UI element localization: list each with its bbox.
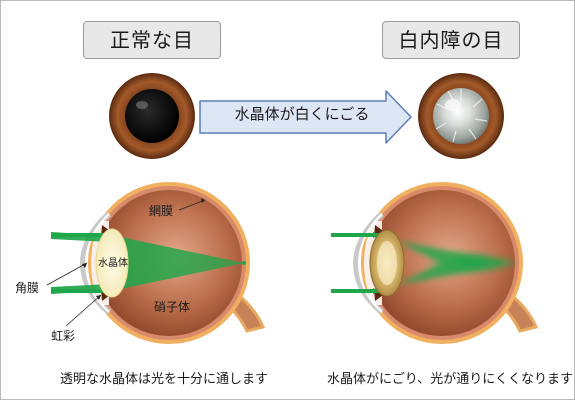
normal-eye-front <box>109 73 195 159</box>
retina-label: 網膜 <box>149 204 174 218</box>
cornea <box>79 211 112 315</box>
arrow-label: 水晶体が白くにごる <box>234 105 370 123</box>
cornea-leader <box>46 262 88 286</box>
cornea-label: 角膜 <box>15 281 40 295</box>
vitreous-label: 硝子体 <box>154 300 191 314</box>
normal-eye-caption: 透明な水晶体は光を十分に通します <box>59 372 268 387</box>
cataract-eye-front <box>418 73 504 159</box>
cloud-highlight <box>445 99 461 111</box>
lens-label: 水晶体 <box>98 258 128 269</box>
transition-arrow <box>199 90 412 144</box>
iris-label: 虹彩 <box>51 329 76 343</box>
cornea-cataract <box>352 211 385 315</box>
normal-eye-title: 正常な目 <box>83 21 221 59</box>
light-rays <box>51 232 244 294</box>
retina-leader <box>178 199 206 211</box>
arrow-shape <box>199 90 412 144</box>
cataract-eye-caption: 水晶体がにごり、光が通りにくくなります <box>327 372 573 387</box>
cornea-edge <box>84 213 110 313</box>
normal-pupil <box>125 89 179 143</box>
normal-eye-section <box>46 182 266 344</box>
clear-lens <box>95 228 129 298</box>
cloud-spokes <box>435 89 488 143</box>
cataract-eye-title: 白内障の目 <box>382 21 520 59</box>
pupil-highlight <box>136 101 148 109</box>
cataract-eye-section <box>331 182 539 344</box>
focus-point <box>242 261 246 265</box>
iris-leader <box>65 294 102 327</box>
